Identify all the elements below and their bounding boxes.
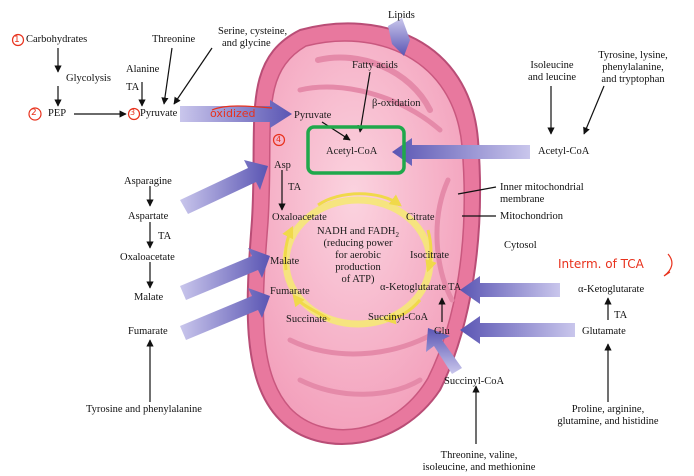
label-ta-alanine: TA xyxy=(126,82,140,93)
label-asp: Asp xyxy=(274,160,291,171)
red-annotations xyxy=(11,33,673,277)
label-succinyl-coa-outside: Succinyl-CoA xyxy=(444,376,505,387)
label-pyruvate-outside: Pyruvate xyxy=(140,108,178,119)
succinyl-coa-arrow xyxy=(426,328,462,374)
malate-arrow xyxy=(180,248,270,300)
label-nadh-line2: (reducing power xyxy=(323,238,393,249)
label-beta-oxidation: β-oxidation xyxy=(372,98,421,109)
label-ta-kg: TA xyxy=(448,282,462,293)
annotation-number-2: 2 xyxy=(31,108,37,118)
label-nadh-line3: for aerobic xyxy=(335,250,381,261)
label-alpha-kg-outside: α-Ketoglutarate xyxy=(578,284,645,295)
annotation-interm-tca: Interm. of TCA xyxy=(558,257,644,271)
tca-cycle-ring xyxy=(282,192,437,328)
annotation-number-3: 3 xyxy=(130,108,136,117)
label-nadh-text: NADH and FADH xyxy=(316,226,396,237)
label-nadh-line1: NADH and FADH2 xyxy=(316,226,400,241)
label-nadh-line4: production xyxy=(335,262,381,273)
annotation-circle-2 xyxy=(28,107,42,121)
label-serine-line1: Serine, cysteine, xyxy=(218,26,288,37)
label-oxaloacetate-inside: Oxaloacetate xyxy=(272,212,327,223)
label-proline-line1: Proline, arginine, xyxy=(571,404,645,415)
label-fatty-acids: Fatty acids xyxy=(352,60,398,71)
transport-arrows xyxy=(180,18,575,374)
annotation-oxidized: oxidized xyxy=(210,107,256,120)
label-tyrosine-line3: and tryptophan xyxy=(601,74,665,85)
label-oxaloacetate-outside: Oxaloacetate xyxy=(120,252,175,263)
label-fumarate-inside: Fumarate xyxy=(270,286,310,297)
label-threonine-valine-line2: isoleucine, and methionine xyxy=(422,462,536,473)
label-glutamate: Glutamate xyxy=(582,326,626,337)
label-isocitrate: Isocitrate xyxy=(410,250,450,261)
label-acetyl-coa-outside: Acetyl-CoA xyxy=(538,146,590,157)
annotation-underline xyxy=(211,105,273,111)
label-alpha-kg-inside: α-Ketoglutarate xyxy=(380,282,447,293)
annotation-number-4: 4 xyxy=(276,135,282,144)
label-alanine: Alanine xyxy=(126,64,160,75)
acetyl-coa-highlight xyxy=(306,125,406,175)
label-isoleucine-line2: and leucine xyxy=(527,72,577,83)
label-glycolysis: Glycolysis xyxy=(66,73,111,84)
annotation-circle-4 xyxy=(272,133,286,147)
label-malate-outside: Malate xyxy=(134,292,164,303)
label-threonine-valine-line1: Threonine, valine, xyxy=(440,450,518,461)
label-tyrosine-line1: Tyrosine, lysine, xyxy=(598,50,668,61)
label-ta-asp: TA xyxy=(288,182,302,193)
annotation-hook xyxy=(663,253,673,277)
annotation-circle-1 xyxy=(11,33,25,47)
label-lipids: Lipids xyxy=(388,10,415,21)
fumarate-arrow xyxy=(180,288,270,340)
annotation-number-1: 1 xyxy=(14,35,20,45)
label-mitochondrion: Mitochondrion xyxy=(500,211,563,222)
label-carbohydrates: Carbohydrates xyxy=(26,34,88,45)
lipids-arrow xyxy=(388,18,410,56)
annotation-circle-3 xyxy=(127,107,141,121)
label-inner-membrane-line1: Inner mitochondrial xyxy=(500,182,584,193)
label-asparagine: Asparagine xyxy=(124,176,172,187)
label-aspartate: Aspartate xyxy=(128,211,169,222)
label-pyruvate-inside: Pyruvate xyxy=(294,110,332,121)
label-ta-glutamate: TA xyxy=(614,310,628,321)
label-serine-line2: and glycine xyxy=(222,38,271,49)
label-glu: Glu xyxy=(434,326,450,337)
glutamate-arrow xyxy=(460,316,575,344)
acetyl-coa-arrow xyxy=(392,138,530,166)
label-nadh-line5: of ATP) xyxy=(341,274,375,285)
label-cytosol: Cytosol xyxy=(504,240,537,251)
label-inner-membrane-line2: membrane xyxy=(500,194,545,205)
aspartate-arrow xyxy=(180,160,268,214)
label-succinyl-coa-inside: Succinyl-CoA xyxy=(368,312,429,323)
label-tyrosine-phe: Tyrosine and phenylalanine xyxy=(86,404,202,415)
label-threonine: Threonine xyxy=(152,34,196,45)
pathway-lines xyxy=(54,47,612,444)
label-succinate: Succinate xyxy=(286,314,327,325)
label-pep: PEP xyxy=(48,108,67,119)
label-ta-aspartate: TA xyxy=(158,231,172,242)
label-proline-line2: glutamine, and histidine xyxy=(557,416,659,427)
mitochondrion-body xyxy=(246,22,482,445)
label-citrate: Citrate xyxy=(406,212,435,223)
alpha-kg-arrow xyxy=(460,276,560,304)
label-nadh-subscript: 2 xyxy=(395,231,400,240)
label-isoleucine-line1: Isoleucine xyxy=(530,60,574,71)
label-acetyl-coa-inside: Acetyl-CoA xyxy=(326,146,378,157)
label-fumarate-outside: Fumarate xyxy=(128,326,168,337)
label-tyrosine-line2: phenylalanine, xyxy=(602,62,664,73)
label-malate-inside: Malate xyxy=(270,256,300,267)
